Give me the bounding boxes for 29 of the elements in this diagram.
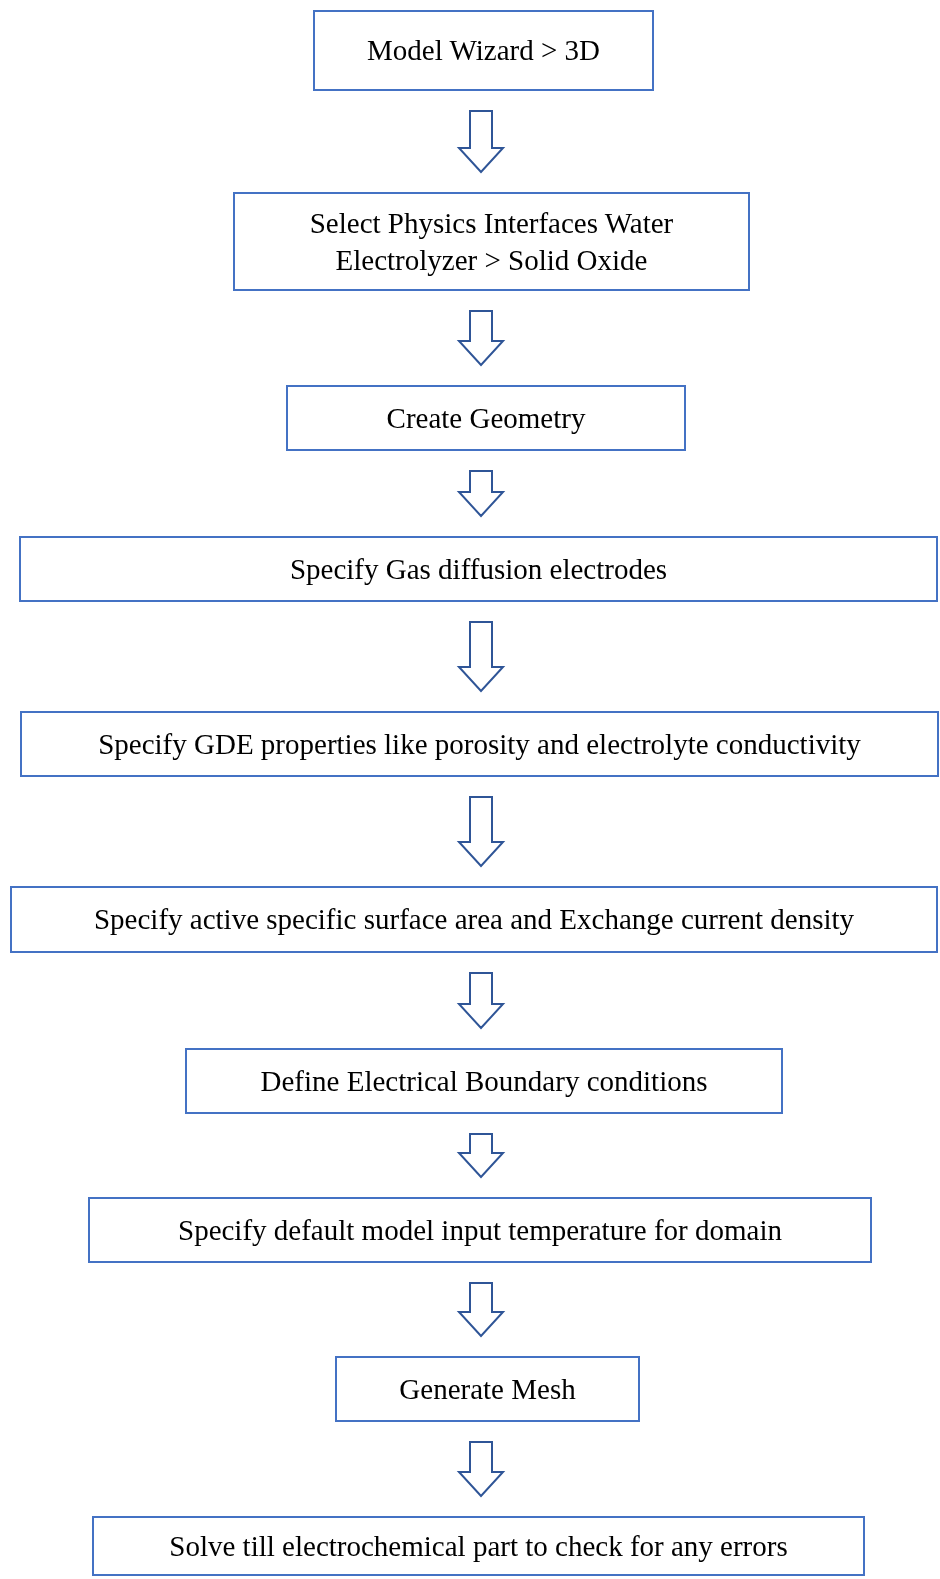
step-text: Specify active specific surface area and Exchange current density	[93, 902, 855, 938]
block-arrow	[456, 796, 506, 868]
process-box	[19, 536, 938, 602]
block-arrow	[456, 110, 506, 174]
block-arrow	[456, 621, 506, 693]
process-box	[313, 10, 654, 91]
step-text: Create Geometry	[386, 400, 586, 436]
process-box	[10, 886, 938, 953]
step-text: Model Wizard > 3D	[367, 33, 600, 69]
process-box	[286, 385, 686, 451]
step-text: Specify GDE properties like porosity and electrolyte conductivity	[98, 726, 861, 762]
process-box	[335, 1356, 640, 1422]
block-arrow	[456, 972, 506, 1030]
step-text: Specify default model input temperature for domain	[178, 1212, 782, 1248]
process-box	[233, 192, 750, 291]
step-text: Specify Gas diffusion electrodes	[289, 551, 668, 587]
step-text: Define Electrical Boundary conditions	[260, 1063, 708, 1099]
block-arrow	[456, 1282, 506, 1338]
block-arrow	[456, 310, 506, 367]
process-box	[88, 1197, 872, 1263]
block-arrow	[456, 470, 506, 518]
block-arrow	[456, 1133, 506, 1179]
process-box	[92, 1516, 865, 1576]
step-text: Select Physics Interfaces Water Electrolyzer > Solid Oxide	[308, 206, 675, 278]
process-box	[185, 1048, 783, 1114]
process-box	[20, 711, 939, 777]
step-text: Solve till electrochemical part to check for any errors	[169, 1528, 788, 1564]
step-text: Generate Mesh	[399, 1371, 576, 1407]
block-arrow	[456, 1441, 506, 1498]
